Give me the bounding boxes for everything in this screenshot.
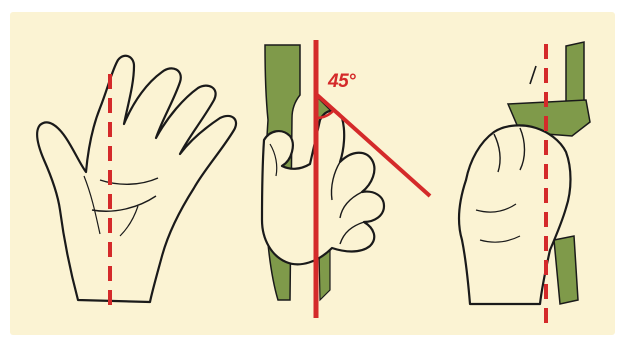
open-palm-figure bbox=[37, 56, 236, 305]
motion-mark bbox=[530, 66, 536, 84]
fist-grip-figure bbox=[459, 42, 590, 325]
grip-hand bbox=[262, 111, 384, 265]
open-palm-hand bbox=[37, 56, 236, 302]
fist-hand bbox=[459, 125, 570, 304]
tool-handle-top bbox=[566, 42, 584, 108]
angle-label: 45° bbox=[328, 71, 355, 93]
tool-handle-bottom bbox=[554, 236, 578, 304]
